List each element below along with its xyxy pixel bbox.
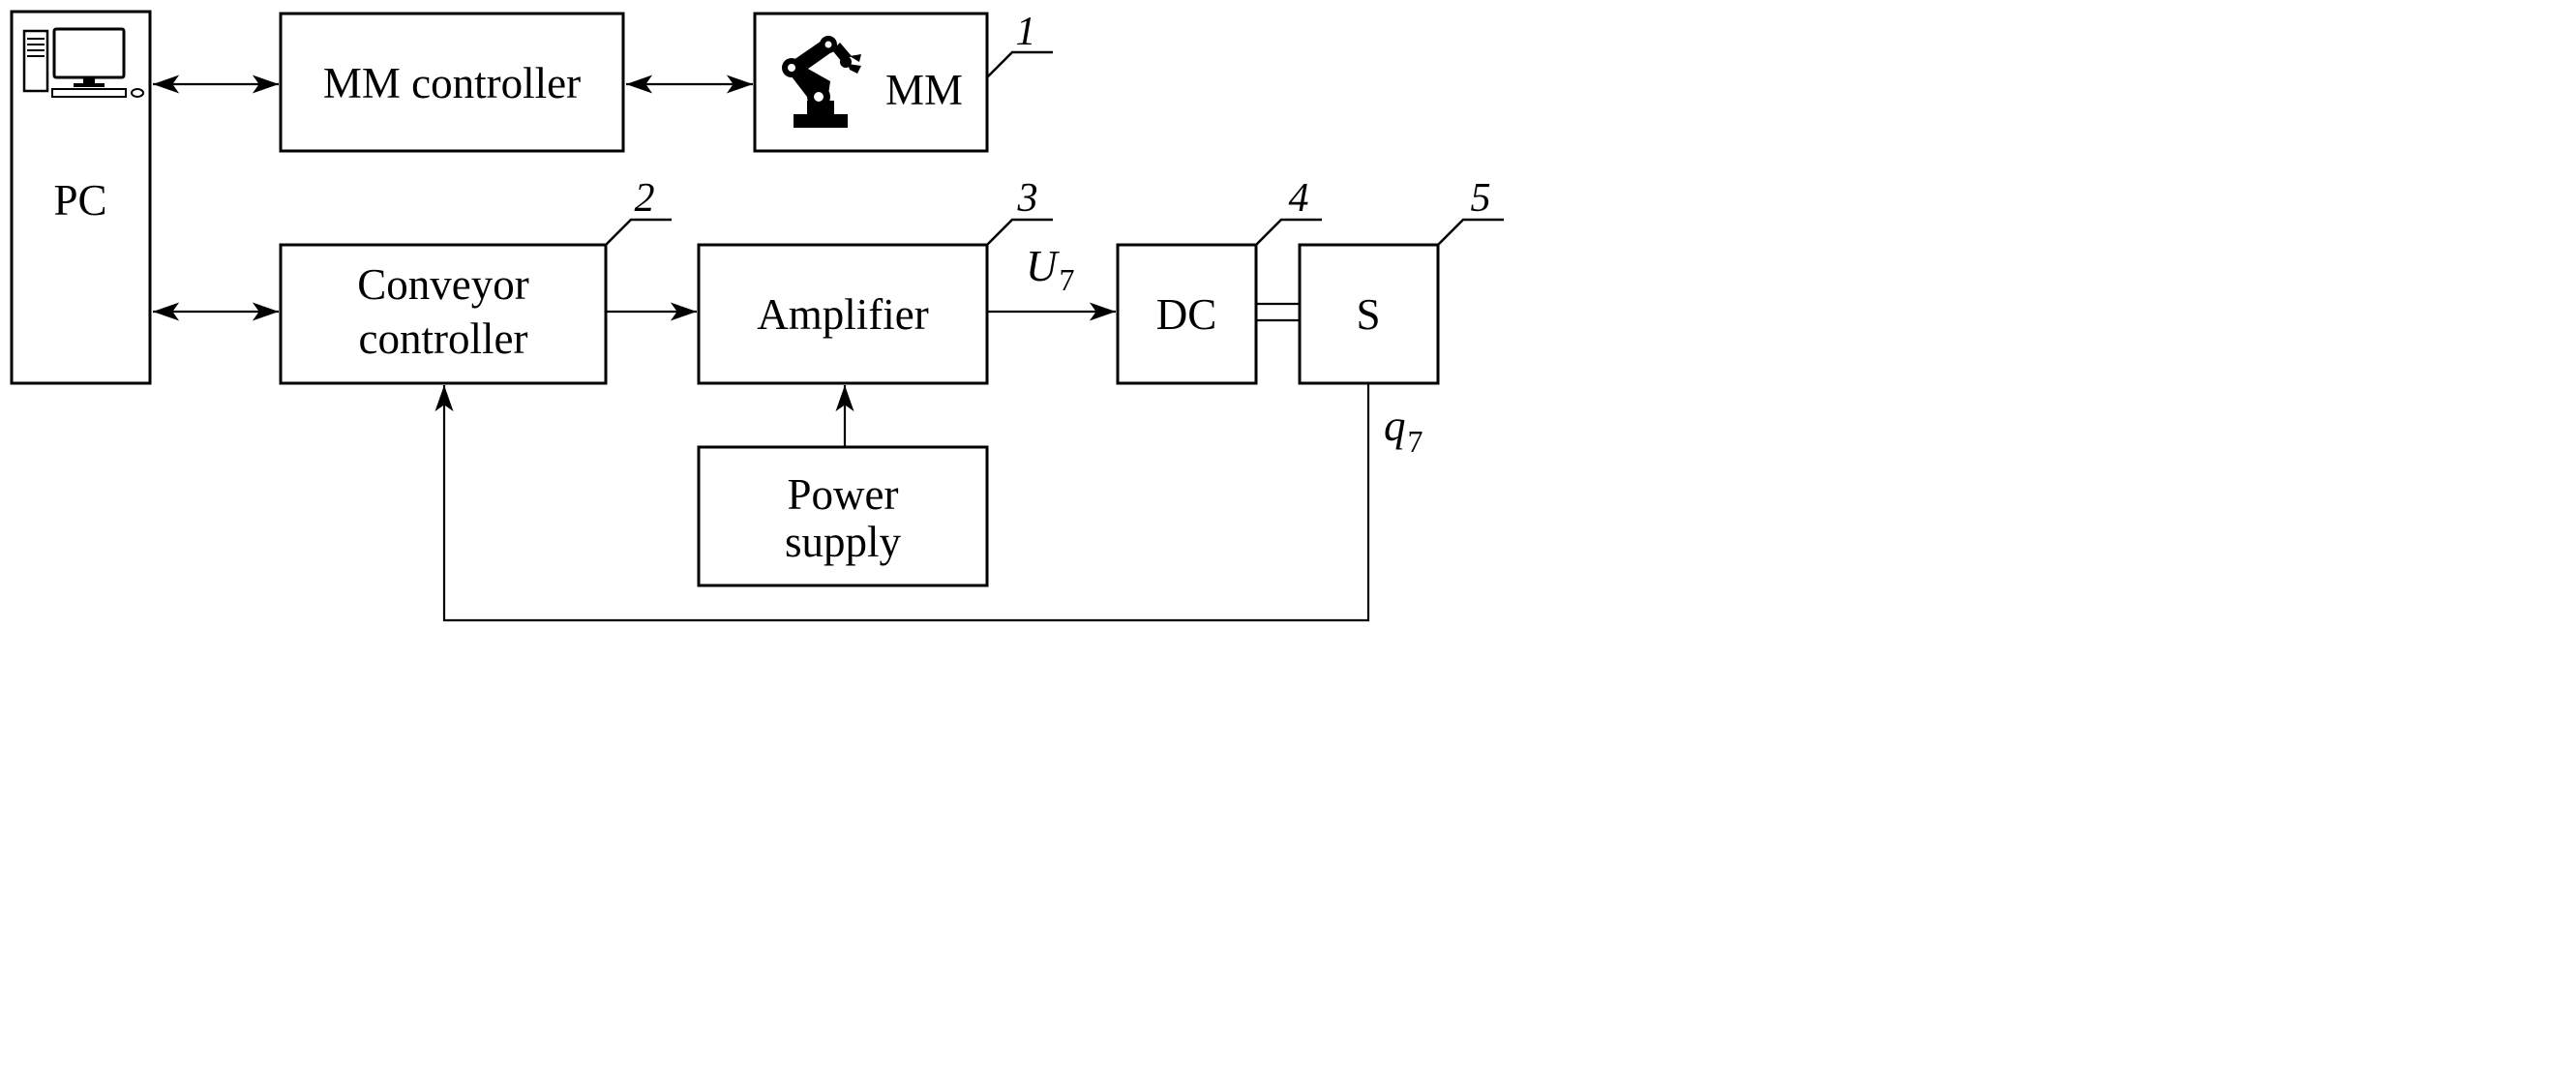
robot-arm-icon [782,36,861,128]
mm-controller-block: MM controller [279,12,625,153]
power-supply-block: Power supply [697,445,989,587]
mm-label: MM [885,66,963,114]
s-label: S [1356,290,1380,339]
amplifier-block: Amplifier [697,243,989,385]
callout-number-3: 3 [1017,176,1038,221]
amplifier-label: Amplifier [757,290,928,339]
signal-q-subscript: 7 [1408,424,1423,459]
block-diagram: PC MM controller MM Conveyor co [10,10,1504,622]
callout-2: 2 [605,176,672,246]
callout-number-2: 2 [635,176,655,221]
conveyor-controller-label-line1: Conveyor [357,260,528,309]
callout-1: 1 [986,10,1053,78]
callout-number-1: 1 [1016,10,1036,54]
signal-u-label: U7 [1026,242,1075,297]
desktop-computer-icon [22,27,144,98]
callout-3: 3 [986,176,1053,246]
feedback-line-sensor-to-conveyor-controller [434,383,1370,622]
power-supply-label-line1: Power [788,470,899,519]
power-supply-label-line2: supply [785,518,902,566]
signal-u-symbol: U [1026,242,1060,290]
pc-block: PC [10,10,152,385]
callout-5: 5 [1437,176,1504,246]
callout-4: 4 [1255,176,1322,246]
signal-q-label: q7 [1384,402,1423,459]
callout-number-5: 5 [1471,176,1491,221]
pc-label: PC [53,176,106,225]
sensor-block: S [1298,243,1440,385]
signal-q-symbol: q [1384,402,1406,450]
mm-controller-label: MM controller [323,59,581,107]
conveyor-controller-block: Conveyor controller [279,243,608,385]
signal-u-subscript: 7 [1060,262,1075,297]
dc-label: DC [1156,290,1217,339]
mm-block: MM [753,12,989,153]
callout-number-4: 4 [1289,176,1309,221]
dc-motor-block: DC [1116,243,1258,385]
conveyor-controller-label-line2: controller [359,315,528,363]
